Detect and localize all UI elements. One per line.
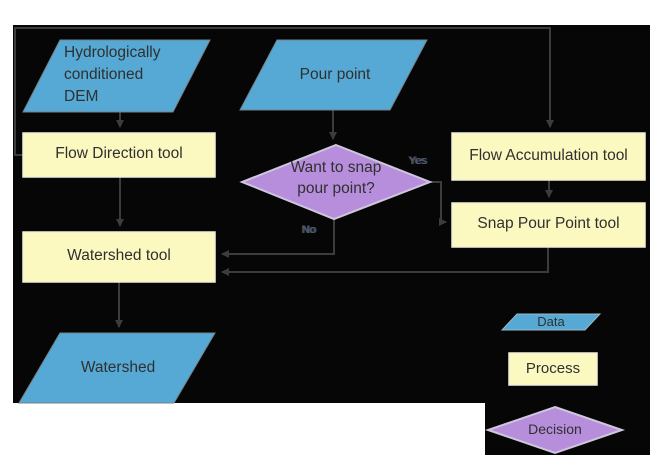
flow-accumulation-shape [451, 132, 646, 181]
legend-data-shape [500, 313, 602, 331]
legend-decision-label: Decision [528, 421, 582, 437]
legend-decision-shape [484, 405, 626, 455]
snap-pour-point-label: Snap Pour Point tool [477, 215, 620, 232]
watershed-tool-shape [22, 231, 216, 283]
flow-accumulation-label: Flow Accumulation tool [469, 147, 628, 164]
arrow-decision-yes-to-snappourpoint [430, 181, 447, 226]
watershed-shape [18, 332, 216, 404]
arrow-flowdirection-to-flowaccumulation [14, 27, 554, 156]
dem-label: Hydrologically conditioned DEM [64, 44, 161, 105]
edge-label-yes: Yes [409, 155, 427, 167]
watershed-tool-label: Watershed tool [67, 247, 171, 264]
snap-pour-point-shape [451, 202, 646, 248]
pour-point-shape [239, 39, 428, 111]
decision-shape [239, 143, 433, 221]
arrow-decision-no-to-watershedtool [221, 219, 335, 258]
pour-point-label: Pour point [299, 66, 371, 83]
arrow-snappourpoint-to-watershedtool [221, 247, 549, 276]
legend-process-shape [508, 352, 598, 386]
watershed-label: Watershed [80, 359, 156, 376]
legend-process-label: Process [525, 360, 581, 377]
decision-label: Want to snap pour point? [290, 159, 382, 197]
flow-direction-shape [22, 132, 216, 178]
dem-shape [22, 39, 211, 113]
flow-direction-label: Flow Direction tool [55, 145, 183, 162]
edge-label-no: No [302, 224, 317, 236]
legend-data-label: Data [537, 314, 565, 329]
